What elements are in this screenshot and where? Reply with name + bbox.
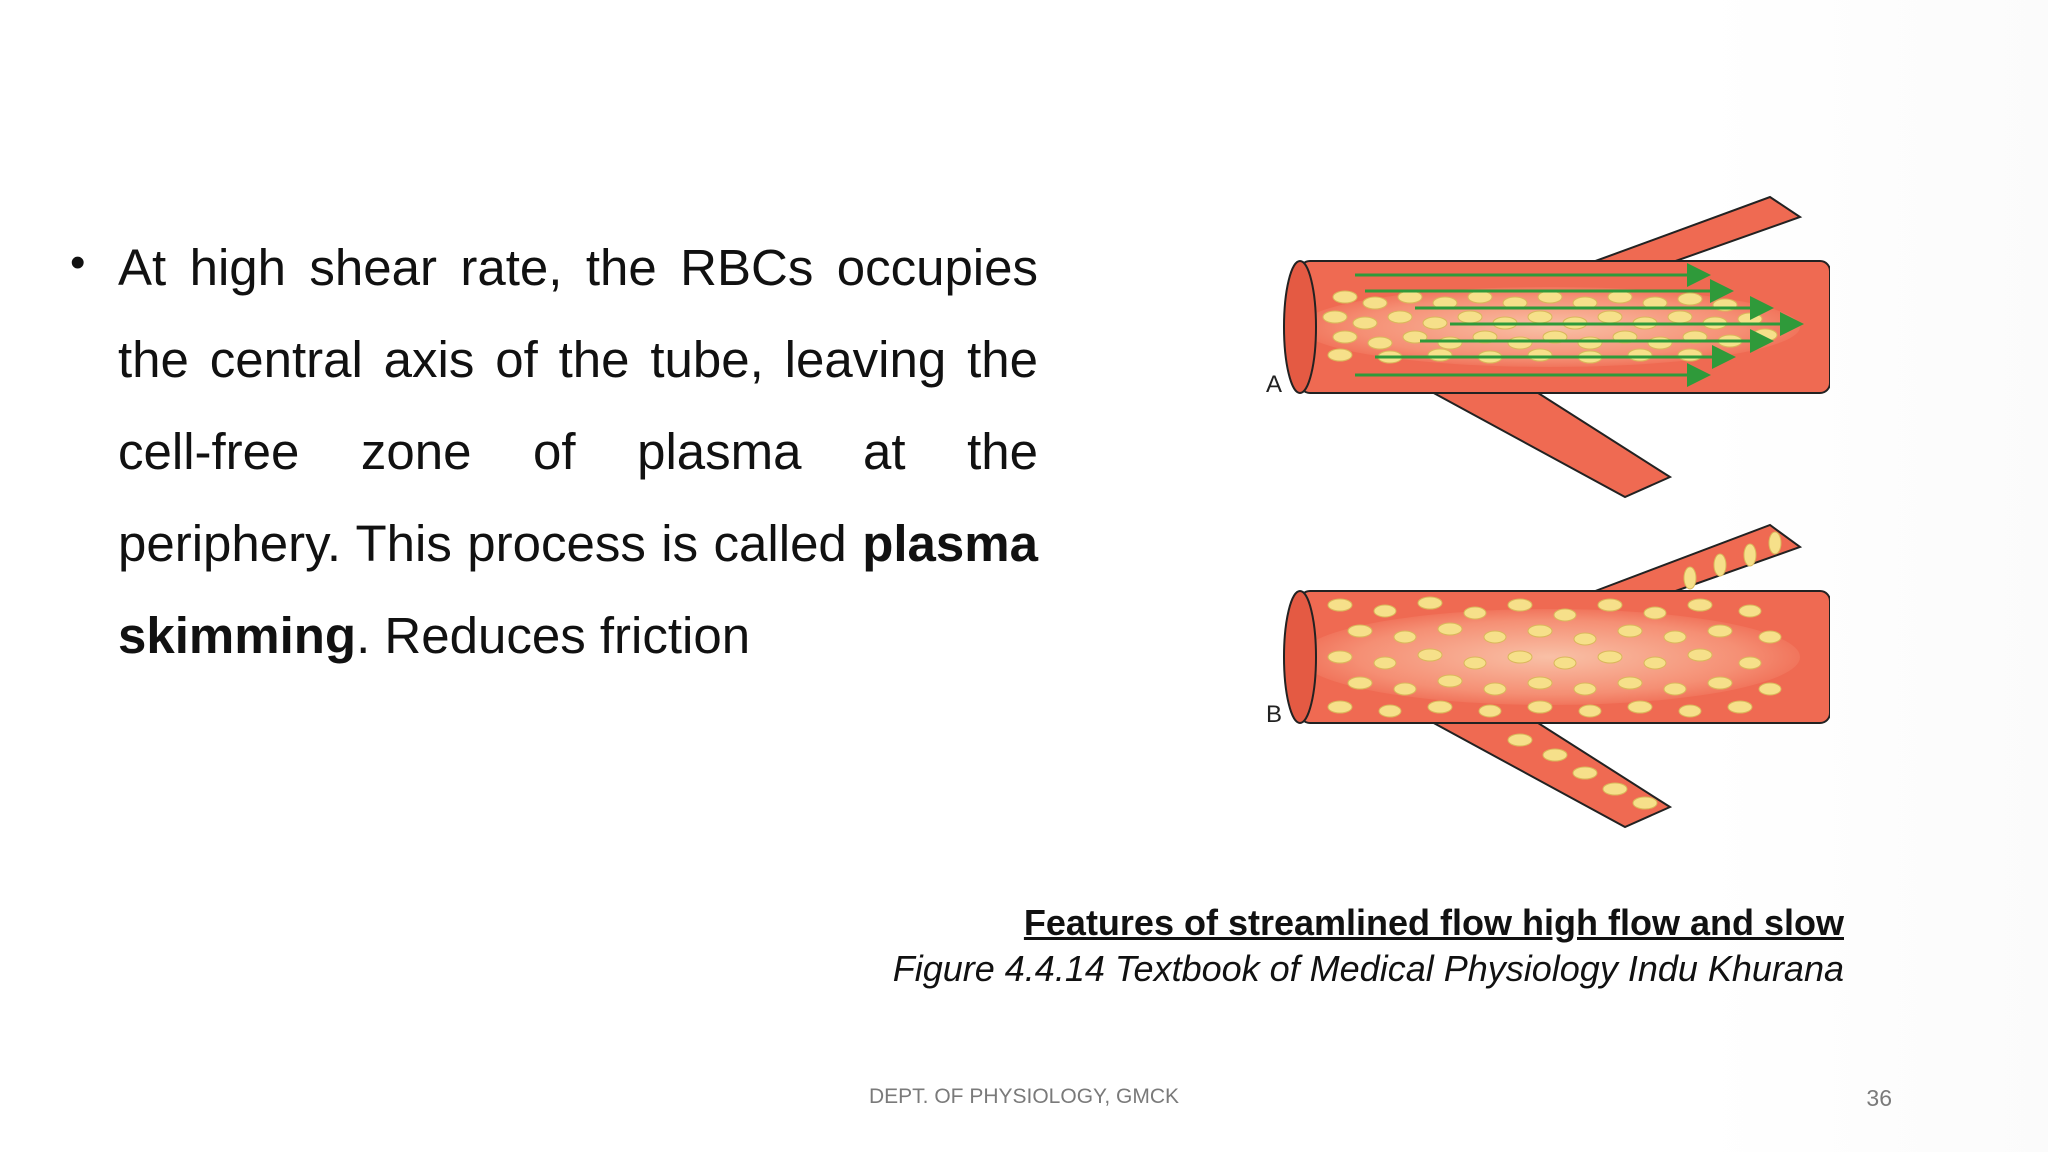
vessel-b-core bbox=[1300, 609, 1800, 705]
bullet-bold-plasma: plasma bbox=[862, 515, 1038, 572]
vessel-a-flow-arrows bbox=[1355, 263, 1804, 387]
vessel-b: B bbox=[1266, 523, 1830, 829]
vessel-a-label: A bbox=[1266, 371, 1282, 398]
vessel-b-label: B bbox=[1266, 701, 1282, 728]
caption-title: Features of streamlined flow high flow a… bbox=[1023, 902, 1844, 943]
vessel-a-upper-branch bbox=[1589, 195, 1803, 264]
vessel-b-opening bbox=[1283, 590, 1317, 724]
page-number: 36 bbox=[1866, 1085, 1892, 1111]
figure-caption: Features of streamlined flow high flow a… bbox=[893, 900, 1844, 992]
bullet-text-part1: At high shear rate, the RBCs occupies th… bbox=[118, 239, 1038, 572]
vessel-a: A bbox=[1266, 195, 1830, 499]
vessel-b-rbc-scatter bbox=[1327, 531, 1782, 810]
bullet-point: • At high shear rate, the RBCs occupies … bbox=[60, 222, 1040, 682]
bullet-bold-skimming: skimming bbox=[118, 607, 357, 664]
caption-source: Figure 4.4.14 Textbook of Medical Physio… bbox=[892, 948, 1844, 989]
bullet-text: At high shear rate, the RBCs occupies th… bbox=[118, 222, 1038, 682]
footer-department: DEPT. OF PHYSIOLOGY, GMCK bbox=[868, 1085, 1180, 1108]
vessel-a-opening bbox=[1283, 260, 1317, 394]
vessel-a-lower-branch bbox=[1429, 390, 1673, 499]
vessel-b-lower-branch bbox=[1429, 720, 1673, 829]
background-shade bbox=[1700, 0, 2048, 1152]
bullet-text-part3: . Reduces friction bbox=[356, 607, 751, 664]
bullet-marker: • bbox=[70, 238, 86, 287]
plasma-skimming-figure: A bbox=[1266, 195, 1830, 829]
